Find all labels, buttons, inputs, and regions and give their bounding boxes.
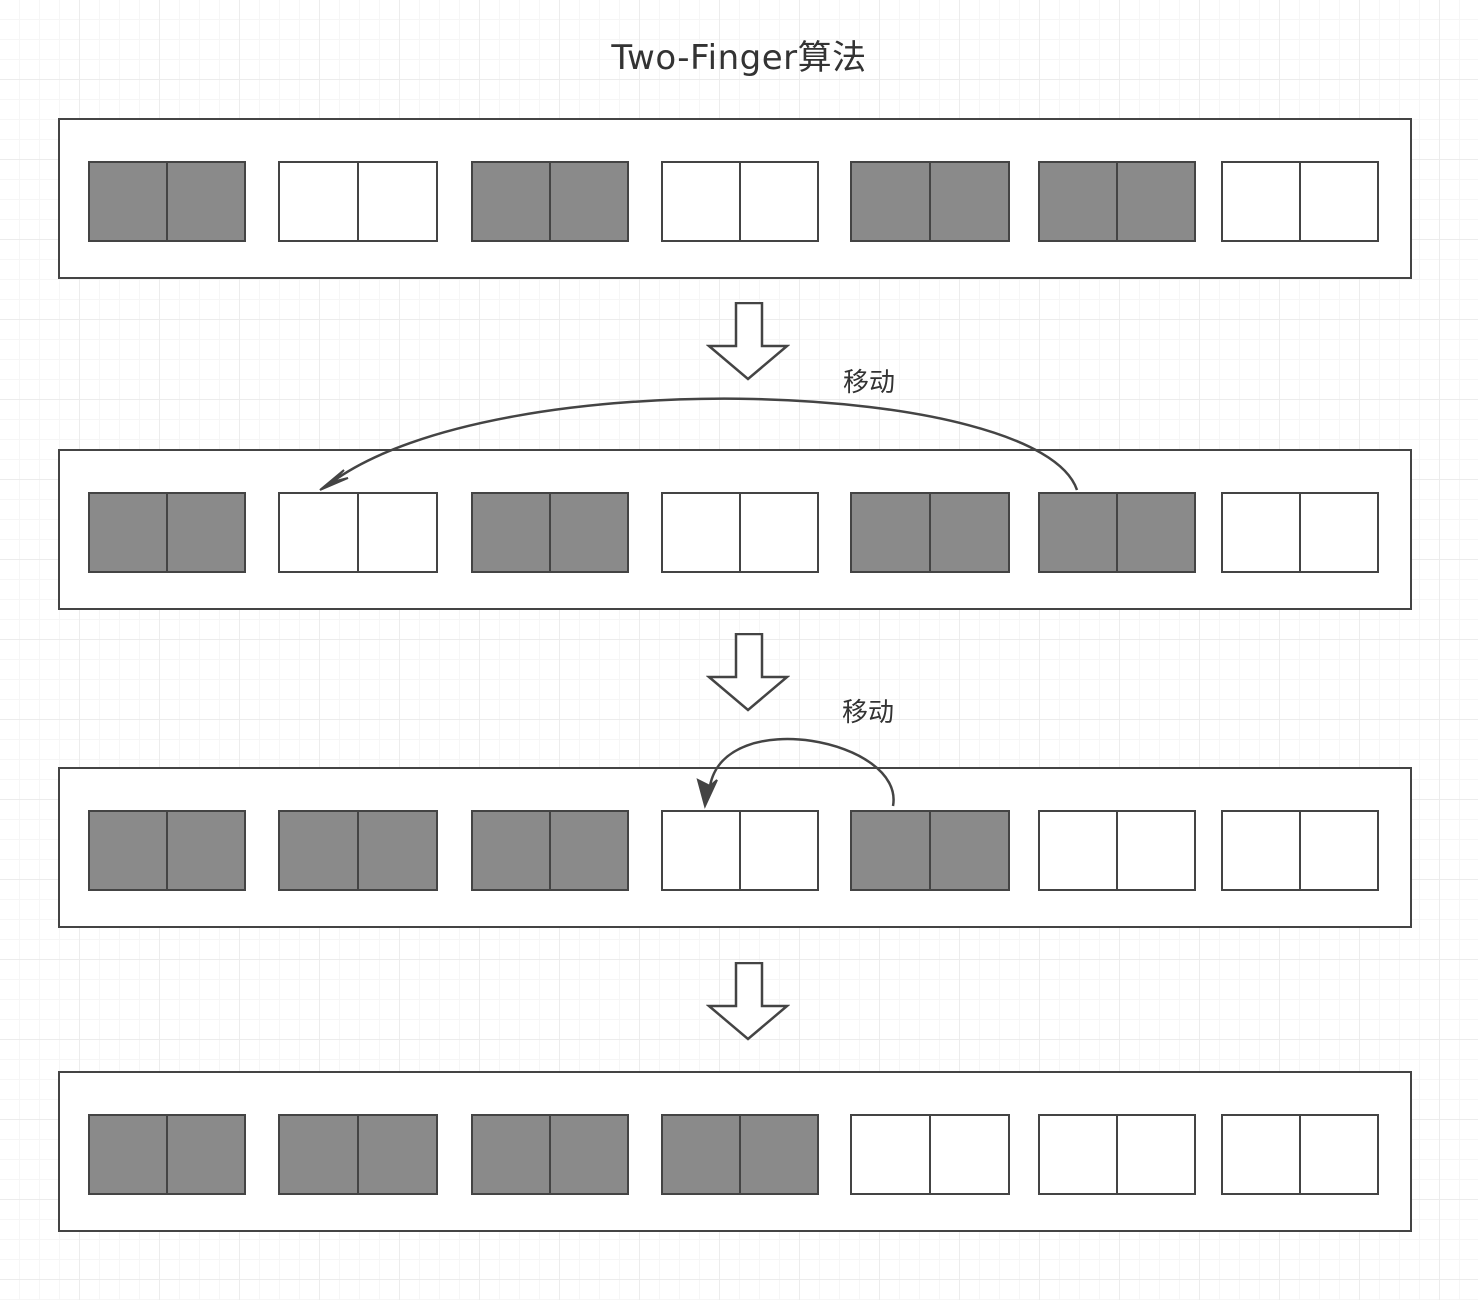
- memory-cell: [1299, 1116, 1377, 1193]
- memory-block-empty: [661, 161, 819, 242]
- memory-block-empty: [850, 1114, 1010, 1195]
- move-label-2: 移动: [842, 698, 895, 728]
- memory-cell: [1223, 812, 1299, 889]
- memory-cell: [663, 494, 739, 571]
- memory-cell: [739, 812, 817, 889]
- memory-block-filled: [850, 810, 1010, 891]
- memory-cell: [739, 494, 817, 571]
- memory-block-filled: [471, 492, 629, 573]
- memory-cell: [166, 812, 244, 889]
- move-label-1: 移动: [843, 368, 896, 398]
- memory-cell: [1299, 494, 1377, 571]
- memory-cell: [1223, 163, 1299, 240]
- memory-block-filled: [88, 810, 246, 891]
- memory-block-filled: [471, 810, 629, 891]
- memory-row-1: [58, 118, 1412, 279]
- down-arrow-icon: [706, 633, 790, 712]
- memory-block-empty: [661, 810, 819, 891]
- memory-cell: [739, 1116, 817, 1193]
- memory-cell: [280, 1116, 357, 1193]
- memory-cell: [663, 1116, 739, 1193]
- memory-cell: [473, 812, 549, 889]
- memory-cell: [357, 1116, 436, 1193]
- memory-cell: [90, 163, 166, 240]
- memory-cell: [166, 163, 244, 240]
- memory-cell: [1116, 1116, 1194, 1193]
- memory-block-filled: [471, 161, 629, 242]
- memory-cell: [929, 494, 1008, 571]
- memory-cell: [1223, 1116, 1299, 1193]
- memory-block-empty: [1221, 161, 1379, 242]
- memory-cell: [549, 163, 627, 240]
- memory-row-3: [58, 767, 1412, 928]
- down-arrow-icon: [706, 962, 790, 1041]
- memory-block-filled: [278, 1114, 438, 1195]
- memory-cell: [90, 1116, 166, 1193]
- memory-row-2: [58, 449, 1412, 610]
- memory-block-empty: [661, 492, 819, 573]
- memory-cell: [663, 812, 739, 889]
- memory-cell: [473, 1116, 549, 1193]
- memory-cell: [166, 1116, 244, 1193]
- memory-cell: [357, 163, 436, 240]
- memory-block-filled: [850, 492, 1010, 573]
- memory-cell: [1299, 812, 1377, 889]
- memory-block-filled: [1038, 492, 1196, 573]
- memory-cell: [473, 163, 549, 240]
- memory-cell: [1040, 163, 1116, 240]
- memory-cell: [1116, 812, 1194, 889]
- memory-cell: [1116, 163, 1194, 240]
- memory-block-empty: [278, 492, 438, 573]
- memory-cell: [549, 494, 627, 571]
- memory-block-filled: [278, 810, 438, 891]
- memory-cell: [549, 812, 627, 889]
- memory-cell: [663, 163, 739, 240]
- memory-cell: [280, 494, 357, 571]
- memory-block-empty: [278, 161, 438, 242]
- memory-block-filled: [88, 1114, 246, 1195]
- memory-cell: [852, 812, 929, 889]
- memory-block-filled: [850, 161, 1010, 242]
- memory-cell: [929, 163, 1008, 240]
- memory-cell: [357, 812, 436, 889]
- memory-cell: [549, 1116, 627, 1193]
- memory-block-empty: [1038, 1114, 1196, 1195]
- memory-cell: [1040, 494, 1116, 571]
- down-arrow-icon: [706, 302, 790, 381]
- memory-cell: [90, 812, 166, 889]
- memory-block-empty: [1221, 1114, 1379, 1195]
- memory-cell: [1040, 812, 1116, 889]
- memory-cell: [357, 494, 436, 571]
- memory-cell: [929, 1116, 1008, 1193]
- memory-block-filled: [88, 492, 246, 573]
- memory-cell: [90, 494, 166, 571]
- memory-cell: [929, 812, 1008, 889]
- diagram-title: Two-Finger算法: [611, 38, 867, 78]
- memory-cell: [739, 163, 817, 240]
- memory-cell: [1040, 1116, 1116, 1193]
- memory-block-empty: [1038, 810, 1196, 891]
- memory-cell: [852, 1116, 929, 1193]
- memory-cell: [1223, 494, 1299, 571]
- memory-block-filled: [1038, 161, 1196, 242]
- memory-row-4: [58, 1071, 1412, 1232]
- memory-block-empty: [1221, 492, 1379, 573]
- memory-cell: [166, 494, 244, 571]
- memory-block-filled: [471, 1114, 629, 1195]
- memory-cell: [280, 812, 357, 889]
- memory-cell: [852, 494, 929, 571]
- memory-block-filled: [88, 161, 246, 242]
- memory-cell: [280, 163, 357, 240]
- memory-cell: [473, 494, 549, 571]
- memory-block-empty: [1221, 810, 1379, 891]
- memory-cell: [1299, 163, 1377, 240]
- memory-cell: [852, 163, 929, 240]
- memory-cell: [1116, 494, 1194, 571]
- memory-block-filled: [661, 1114, 819, 1195]
